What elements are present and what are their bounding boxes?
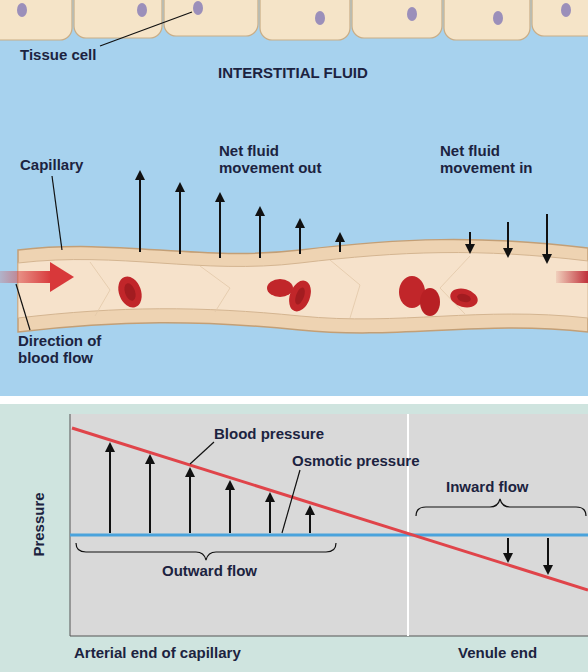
graph-outward-arrows	[110, 444, 310, 533]
flow-arrow-exit	[556, 271, 588, 283]
flow-arrow	[0, 271, 52, 283]
blood-flow-label: Direction of blood flow	[18, 332, 126, 366]
cell-nuclei	[17, 1, 571, 25]
leader-lines	[16, 12, 192, 330]
inward-arrows	[470, 214, 547, 262]
graph-frame	[0, 404, 588, 672]
net-out-label: Net fluid movement out	[219, 142, 331, 176]
capillary-lumen	[18, 253, 588, 319]
capillary-label: Capillary	[20, 156, 140, 173]
capillary-wall	[18, 240, 588, 333]
osmotic-pressure-label: Osmotic pressure	[292, 452, 462, 469]
venule-end-label: Venule end	[458, 644, 578, 661]
outward-arrows	[140, 172, 340, 258]
divider	[407, 414, 409, 636]
osmotic-line	[70, 534, 588, 537]
endothelial-outlines	[90, 256, 470, 318]
blood-pressure-line	[72, 428, 588, 590]
outward-flow-label: Outward flow	[162, 562, 302, 579]
axis-label: Pressure	[30, 483, 47, 567]
graph-leaders	[76, 442, 586, 560]
x-axis	[70, 636, 588, 637]
tissue-cells	[0, 0, 588, 40]
graph-inward-arrows	[508, 538, 548, 573]
interstitial-background	[0, 0, 588, 396]
interstitial-fluid-label: INTERSTITIAL FLUID	[218, 64, 438, 81]
arterial-end-label: Arterial end of capillary	[74, 644, 334, 661]
blood-pressure-label: Blood pressure	[214, 425, 364, 442]
y-axis	[70, 414, 71, 636]
red-blood-cells	[114, 273, 480, 316]
tissue-cell-label: Tissue cell	[20, 46, 160, 63]
flow-arrow-head	[50, 262, 74, 292]
net-in-label: Net fluid movement in	[440, 142, 552, 176]
inward-flow-label: Inward flow	[446, 478, 566, 495]
plot-area	[70, 414, 588, 636]
